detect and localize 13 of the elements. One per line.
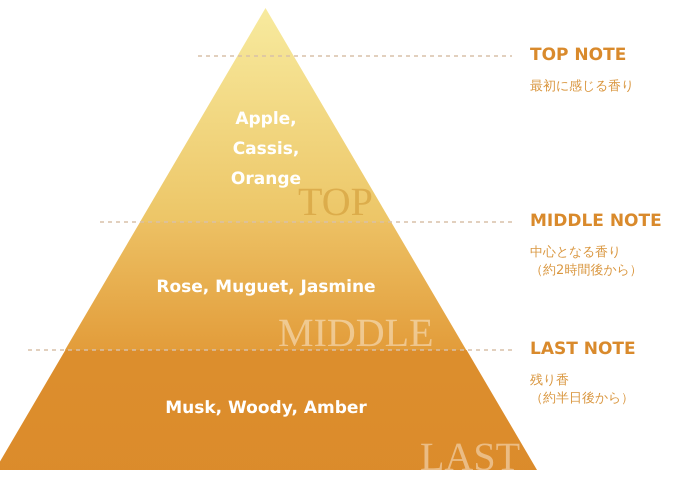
note-description: （約半日後から） — [530, 390, 634, 408]
band-text: Musk, Woody, Amber — [164, 397, 368, 420]
background-word: LAST — [420, 437, 520, 477]
band-text: Apple, Cassis, Orange — [230, 108, 302, 189]
note-title: MIDDLE NOTE — [530, 211, 662, 231]
background-word: MIDDLE — [278, 313, 434, 353]
band-text: Rose, Muguet, Jasmine — [155, 276, 377, 299]
note-title: TOP NOTE — [530, 45, 626, 65]
note-description: 残り香 — [530, 372, 569, 390]
note-description: （約2時間後から） — [530, 262, 642, 280]
note-title: LAST NOTE — [530, 339, 636, 359]
note-description: 最初に感じる香り — [530, 78, 634, 96]
note-description: 中心となる香り — [530, 244, 621, 262]
